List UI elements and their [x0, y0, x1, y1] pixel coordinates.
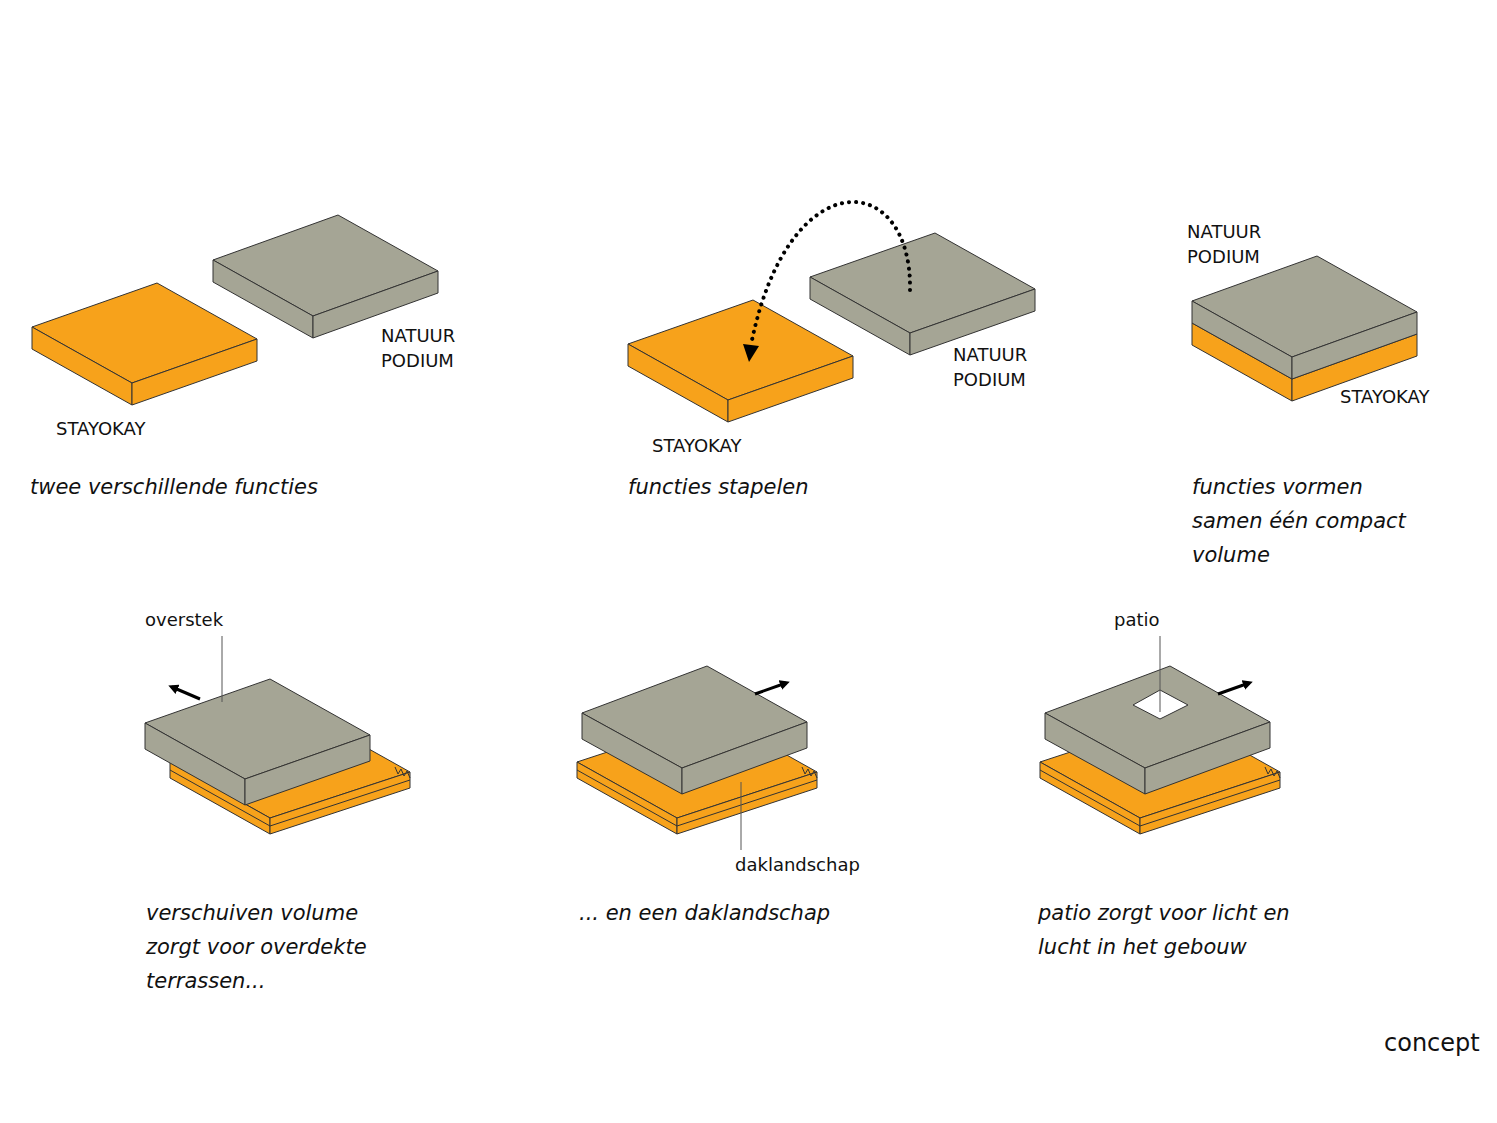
callout-label: patio [1114, 607, 1160, 632]
leader-line [1160, 636, 1161, 712]
step-caption: functies stapelen [628, 470, 809, 504]
step-caption: twee verschillende functies [30, 470, 318, 504]
shift-arrow [1218, 683, 1249, 694]
stack-arrow [752, 202, 910, 340]
natuurpodium-slab [145, 679, 370, 805]
natuurpodium-slab [1045, 666, 1270, 794]
leader-line [741, 782, 742, 850]
natuurpodium-slab [582, 666, 807, 794]
step-caption: verschuiven volume zorgt voor overdekte … [146, 896, 411, 998]
sheet-caption: concept [1384, 1028, 1480, 1058]
step-caption: patio zorgt voor licht en lucht in het g… [1038, 896, 1328, 964]
leader-line [222, 636, 223, 702]
slab-label: STAYOKAY [1340, 384, 1430, 409]
callout-label: daklandschap [735, 852, 860, 877]
stayokay-slab [32, 283, 257, 405]
slab-label: STAYOKAY [56, 416, 146, 441]
step-caption: ... en een daklandschap [579, 896, 830, 930]
natuurpodium-slab [213, 215, 438, 338]
shift-arrow [172, 687, 200, 699]
slab-label: NATUUR PODIUM [1187, 219, 1277, 269]
callout-label: overstek [145, 607, 223, 632]
stayokay-slab [628, 300, 853, 422]
stack-arrowhead [743, 344, 759, 362]
slab-label: NATUUR PODIUM [381, 323, 471, 373]
step-caption: functies vormen samen één compact volume [1192, 470, 1427, 572]
natuurpodium-slab [810, 233, 1035, 355]
natuurpodium-slab [1192, 256, 1417, 379]
slab-label: NATUUR PODIUM [953, 342, 1043, 392]
slab-label: STAYOKAY [652, 433, 742, 458]
shift-arrow [755, 683, 786, 694]
